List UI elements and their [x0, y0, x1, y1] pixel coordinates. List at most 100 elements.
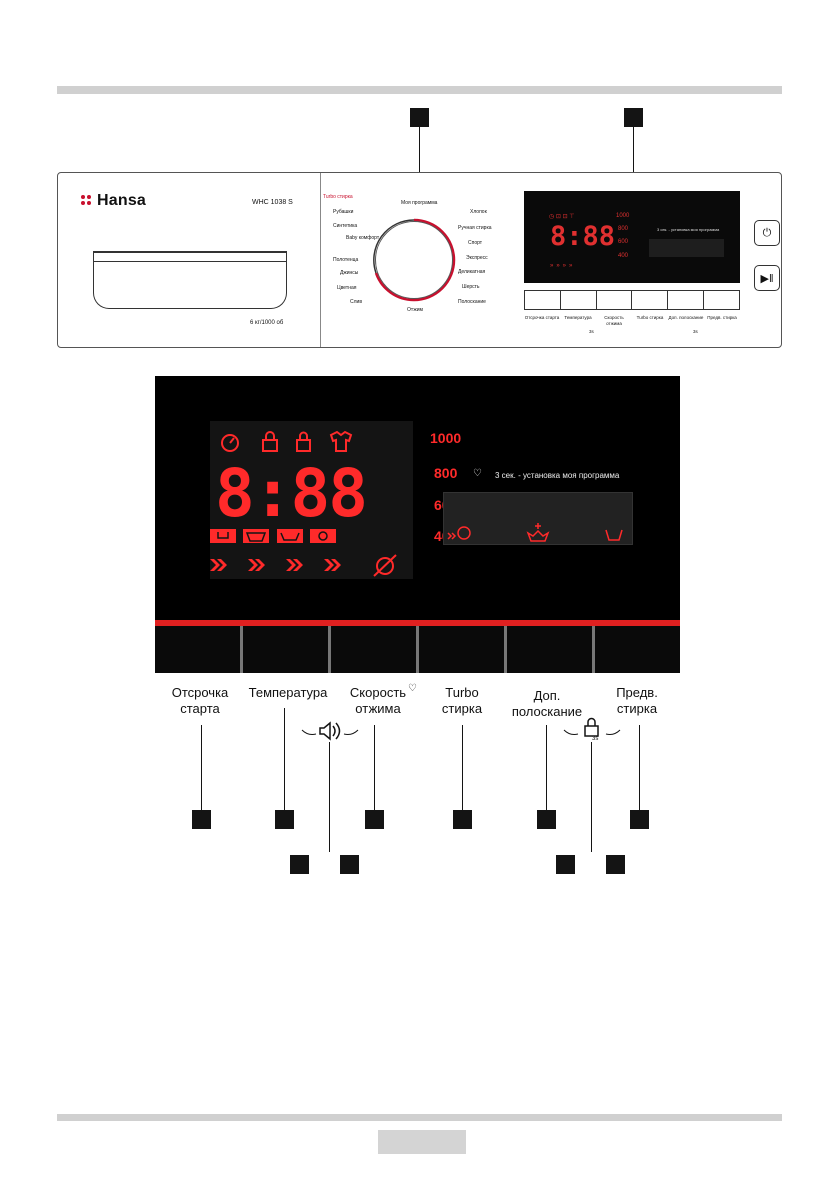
brand-logo-icon	[81, 195, 93, 207]
temp-and-arrow-icons	[210, 529, 397, 577]
program-towels: Полотенца	[333, 257, 359, 263]
callout-spin	[365, 810, 384, 829]
heart-clock-icon: ♡	[408, 683, 417, 694]
prewash-option-icon	[605, 529, 623, 541]
key-turbo-wash[interactable]	[419, 626, 507, 673]
mini-keys	[524, 290, 740, 310]
callout-line-spin	[374, 725, 375, 811]
mini-status-icons: ◷ ⊡ ⊡ ⊤	[549, 214, 575, 220]
prewash-icon	[210, 529, 236, 543]
program-shirts: Рубашки	[333, 209, 354, 215]
control-panel: Hansa WHC 1038 S 6 кг/1000 об Turbo стир…	[57, 172, 782, 348]
callout-line-lock	[591, 742, 592, 852]
mini-speed-1000: 1000	[616, 213, 630, 219]
callout-temperature	[275, 810, 294, 829]
mini-digits: 8:88	[550, 221, 616, 252]
callout-display-line	[633, 127, 634, 190]
callout-line-temperature	[284, 708, 285, 811]
child-lock-icon	[584, 717, 599, 737]
no-spin-icon	[373, 554, 397, 577]
drawer-handle[interactable]	[93, 251, 287, 309]
program-express: Экспресс	[466, 255, 488, 261]
mini-key-extra-rinse[interactable]	[667, 290, 704, 310]
speed-1000: 1000	[430, 430, 462, 446]
key-temperature[interactable]	[243, 626, 331, 673]
spin-icon	[310, 529, 336, 543]
detergent-drawer[interactable]: Hansa WHC 1038 S 6 кг/1000 об	[58, 173, 321, 347]
mini-label-temperature: Температура	[564, 315, 592, 320]
status-icons-row	[221, 430, 353, 452]
mini-label-turbo: Turbo стирка	[636, 315, 664, 320]
mini-arrow-icons: »»»»	[550, 263, 576, 269]
top-rule	[57, 86, 782, 94]
delay-start-icon	[447, 526, 471, 540]
program-synthetics: Синтетика	[333, 223, 358, 229]
mini-key-temperature[interactable]	[559, 290, 596, 310]
program-rinse: Полоскание	[458, 299, 486, 305]
program-sport: Спорт	[468, 240, 483, 246]
label-extra-rinse: Доп.полоскание	[511, 688, 583, 719]
arrow-icon	[210, 559, 341, 571]
callout-rinse	[537, 810, 556, 829]
mini-label-spin: Скорость отжима	[604, 315, 624, 326]
callout-line-prewash	[639, 725, 640, 811]
program-my: Моя программа	[401, 200, 438, 206]
mini-label-prewash: Предв. стирка	[707, 315, 737, 320]
mini-combo-sound: 3s	[589, 329, 594, 334]
callout-sound-b	[340, 855, 359, 874]
heart-clock-icon: ♡	[473, 468, 482, 479]
power-icon: ⏻	[762, 226, 772, 239]
timer-icon	[221, 434, 239, 452]
power-button[interactable]: ⏻	[754, 220, 780, 246]
mini-my-program-hint: 3 сек. - установка моя программа	[657, 227, 720, 232]
options-icons	[447, 523, 623, 542]
callout-line-sound	[329, 742, 330, 852]
touch-keys-row	[155, 626, 680, 673]
child-lock-icon	[296, 431, 311, 452]
led-screen: 8:88 1000 800 600 400	[210, 421, 461, 579]
time-digits: 8:88	[215, 455, 368, 532]
mini-key-prewash[interactable]	[703, 290, 740, 310]
mini-speed-600: 600	[618, 239, 629, 245]
lock-icon	[262, 431, 278, 452]
mini-speed-400: 400	[618, 253, 629, 259]
lock-combo-seconds: 3s	[592, 736, 599, 742]
mini-key-turbo[interactable]	[631, 290, 668, 310]
key-prewash[interactable]	[595, 626, 680, 673]
program-delicate: Деликатная	[458, 269, 486, 275]
program-drain: Слив	[350, 299, 362, 305]
bottom-rule	[57, 1114, 782, 1121]
program-knob[interactable]	[375, 221, 453, 299]
key-extra-rinse[interactable]	[507, 626, 595, 673]
label-prewash: Предв.стирка	[616, 685, 658, 716]
mini-label-delay: Отсрочка старта	[524, 315, 560, 320]
callout-line-delay	[201, 725, 202, 811]
key-spin-speed[interactable]	[331, 626, 419, 673]
mini-options-panel	[649, 239, 724, 257]
speaker-icon	[319, 721, 341, 741]
callout-dial	[410, 108, 429, 127]
mini-display: ◷ ⊡ ⊡ ⊤ 8:88 1000 800 600 400 »»»» 3 сек…	[524, 191, 740, 283]
callout-lock-b	[606, 855, 625, 874]
program-baby: Baby комфорт	[346, 235, 380, 241]
mini-key-spin[interactable]	[595, 290, 632, 310]
display-red-bar	[155, 620, 680, 626]
shirt-icon	[329, 430, 353, 452]
display-closeup: 8:88 1000 800 600 400 ♡ 3 сек. - установ…	[155, 376, 680, 673]
turbo-wash-icon	[526, 523, 550, 542]
model-number: WHC 1038 S	[252, 199, 293, 206]
program-colored: Цветная	[337, 285, 357, 291]
start-pause-button[interactable]: ▶‖	[754, 265, 780, 291]
speed-800: 800	[434, 465, 458, 481]
options-panel	[443, 492, 633, 545]
mini-label-extra-rinse: Доп. полоскание	[668, 315, 704, 320]
key-delay-start[interactable]	[155, 626, 243, 673]
program-dial-area: Turbo стирка Рубашки Синтетика Baby комф…	[320, 173, 514, 347]
callout-prewash	[630, 810, 649, 829]
mini-key-delay[interactable]	[524, 290, 560, 310]
my-program-hint: 3 сек. - установка моя программа	[495, 471, 620, 480]
callout-delay	[192, 810, 211, 829]
